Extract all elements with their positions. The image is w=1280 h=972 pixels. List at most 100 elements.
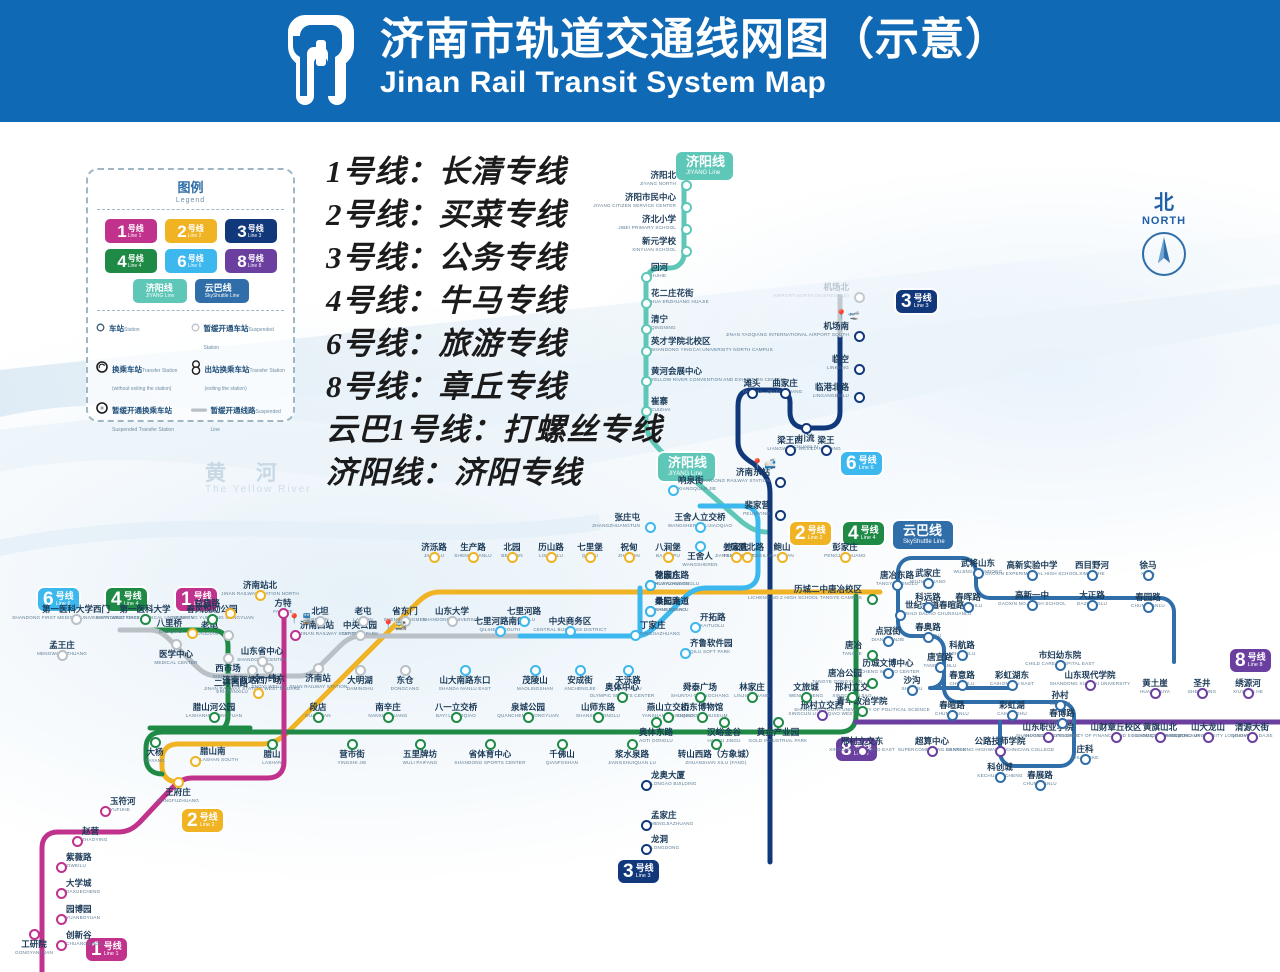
- station-dot[interactable]: [695, 522, 706, 533]
- station-dot[interactable]: [780, 388, 791, 399]
- station-dot[interactable]: [742, 552, 753, 563]
- station-dot[interactable]: [460, 665, 471, 676]
- station-dot[interactable]: [355, 630, 366, 641]
- station-dot[interactable]: [593, 712, 604, 723]
- station-dot[interactable]: [995, 772, 1006, 783]
- station-dot[interactable]: [957, 650, 968, 661]
- station-dot[interactable]: [223, 653, 234, 664]
- station-dot[interactable]: [773, 717, 784, 728]
- station-dot[interactable]: [641, 844, 652, 855]
- station-dot[interactable]: [927, 746, 938, 757]
- station-dot[interactable]: [313, 712, 324, 723]
- station-dot[interactable]: [697, 712, 708, 723]
- station-dot[interactable]: [641, 298, 652, 309]
- station-dot[interactable]: [1055, 700, 1066, 711]
- station-dot[interactable]: [1080, 754, 1091, 765]
- station-dot[interactable]: [1085, 680, 1096, 691]
- station-dot[interactable]: [247, 665, 258, 676]
- station-dot[interactable]: [207, 614, 218, 625]
- station-dot[interactable]: [56, 862, 67, 873]
- station-dot[interactable]: [1087, 600, 1098, 611]
- station-dot[interactable]: [892, 580, 903, 591]
- station-dot[interactable]: [1035, 780, 1046, 791]
- station-dot[interactable]: [695, 541, 706, 552]
- station-dot[interactable]: [1143, 570, 1154, 581]
- station-dot[interactable]: [801, 692, 812, 703]
- station-dot[interactable]: [263, 663, 274, 674]
- station-dot[interactable]: [495, 626, 506, 637]
- station-dot[interactable]: [957, 680, 968, 691]
- station-dot[interactable]: [630, 630, 641, 641]
- station-dot[interactable]: [817, 710, 828, 721]
- station-dot[interactable]: [290, 630, 301, 641]
- station-dot[interactable]: [190, 756, 201, 767]
- station-dot[interactable]: [645, 606, 656, 617]
- station-dot[interactable]: [57, 650, 68, 661]
- station-dot[interactable]: [775, 477, 786, 488]
- station-dot[interactable]: [225, 608, 236, 619]
- station-dot[interactable]: [947, 710, 958, 721]
- station-dot[interactable]: [347, 739, 358, 750]
- station-dot[interactable]: [923, 578, 934, 589]
- station-dot[interactable]: [680, 648, 691, 659]
- station-dot[interactable]: [624, 552, 635, 563]
- station-dot[interactable]: [468, 552, 479, 563]
- station-dot[interactable]: [56, 888, 67, 899]
- station-dot[interactable]: [400, 665, 411, 676]
- station-dot[interactable]: [711, 739, 722, 750]
- station-dot[interactable]: [1143, 602, 1154, 613]
- station-dot[interactable]: [857, 706, 868, 717]
- station-dot[interactable]: [557, 739, 568, 750]
- station-dot[interactable]: [963, 602, 974, 613]
- station-dot[interactable]: [847, 692, 858, 703]
- station-dot[interactable]: [681, 202, 692, 213]
- station-dot[interactable]: [29, 929, 40, 940]
- station-dot[interactable]: [641, 820, 652, 831]
- station-dot[interactable]: [627, 739, 638, 750]
- station-dot[interactable]: [383, 712, 394, 723]
- station-dot[interactable]: [1203, 732, 1214, 743]
- station-dot[interactable]: [867, 650, 878, 661]
- station-dot[interactable]: [641, 324, 652, 335]
- station-dot[interactable]: [546, 552, 557, 563]
- station-dot[interactable]: [173, 777, 184, 788]
- station-dot[interactable]: [641, 346, 652, 357]
